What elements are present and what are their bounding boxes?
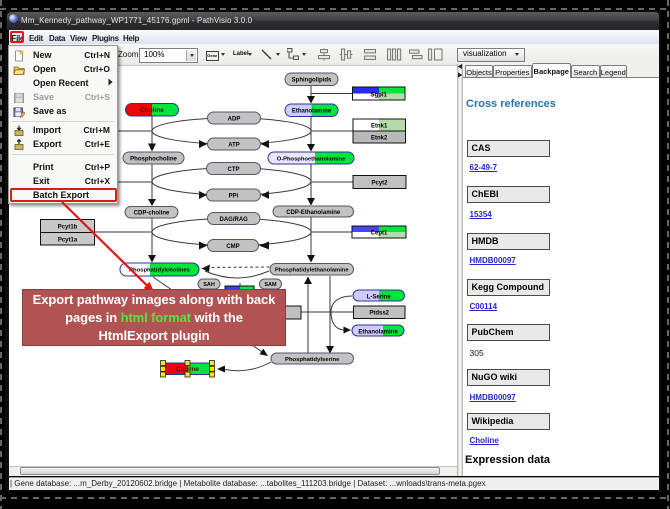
svg-text:ADP: ADP (228, 117, 241, 123)
svg-text:DAG/RAG: DAG/RAG (220, 217, 249, 223)
svg-text:Choline: Choline (176, 366, 199, 373)
svg-text:CMP: CMP (226, 244, 239, 250)
svg-text:Cept1: Cept1 (371, 231, 388, 237)
svg-text:Pcyt2: Pcyt2 (371, 181, 388, 187)
svg-text:Etnk2: Etnk2 (371, 136, 388, 142)
svg-text:CDP-choline: CDP-choline (134, 211, 170, 217)
svg-text:Ethanolamine: Ethanolamine (292, 109, 332, 115)
svg-text:CDP-Ethanolamine: CDP-Ethanolamine (286, 210, 341, 216)
svg-text:ATP: ATP (228, 143, 240, 149)
svg-text:Sphingolipids: Sphingolipids (292, 78, 332, 84)
svg-text:SAH: SAH (203, 282, 215, 288)
svg-text:Phosphatidylethanolamine: Phosphatidylethanolamine (275, 268, 350, 274)
svg-text:Choline: Choline (140, 107, 164, 114)
svg-text:CTP: CTP (228, 167, 240, 173)
svg-text:PPi: PPi (229, 194, 239, 200)
svg-text:O-Phosphoethanolamine: O-Phosphoethanolamine (277, 157, 346, 163)
svg-text:Phosphatidylserine: Phosphatidylserine (285, 357, 340, 363)
svg-text:Pcyt1a: Pcyt1a (58, 238, 78, 244)
svg-text:L-Serine: L-Serine (367, 295, 392, 301)
svg-text:Phosphatidylcholines: Phosphatidylcholines (129, 268, 191, 274)
svg-text:Ethanolamine: Ethanolamine (358, 330, 398, 336)
svg-text:Ptdss2: Ptdss2 (369, 311, 389, 317)
svg-text:SAM: SAM (264, 282, 277, 288)
svg-text:Etnk1: Etnk1 (371, 124, 388, 130)
svg-text:Pcyt1b: Pcyt1b (58, 225, 78, 231)
svg-text:Sgpl1: Sgpl1 (371, 93, 388, 99)
svg-text:Phosphocholine: Phosphocholine (130, 157, 177, 163)
